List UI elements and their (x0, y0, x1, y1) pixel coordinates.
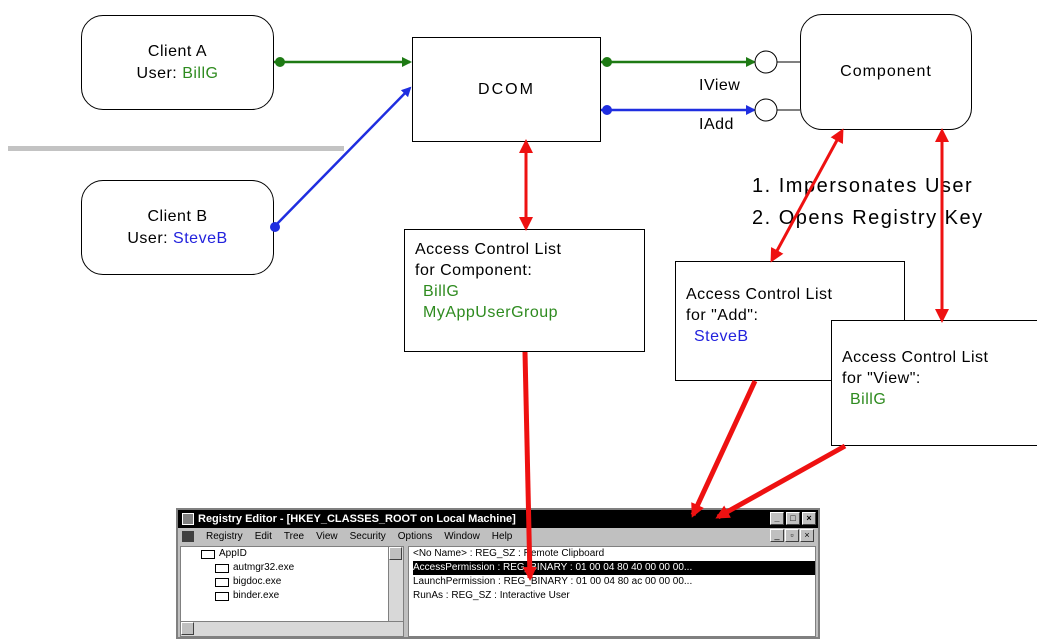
acl-view-title: Access Control List (842, 349, 989, 366)
acl-component-box: Access Control List for Component: BillG… (404, 229, 645, 352)
arrow-acl-add-registry (690, 379, 758, 518)
minimize-icon[interactable]: _ (770, 512, 784, 525)
registry-menu-bar: Registry Edit Tree View Security Options… (178, 528, 818, 544)
client-b-user: SteveB (173, 229, 228, 247)
client-a-connector-dot (275, 57, 285, 67)
acl-view-box: Access Control List for "View": BillG (831, 320, 1037, 446)
document-icon[interactable] (182, 530, 194, 542)
child-minimize-icon[interactable]: _ (770, 529, 784, 542)
dcom-box: DCOM (412, 37, 601, 142)
registry-editor-window: Registry Editor - [HKEY_CLASSES_ROOT on … (176, 508, 820, 639)
acl-component-title: Access Control List (415, 241, 562, 258)
client-b-user-line: User: SteveB (127, 228, 227, 250)
arrow-acl-view-registry (715, 443, 847, 520)
value-row[interactable]: RunAs : REG_SZ : Interactive User (413, 590, 570, 601)
scroll-up-icon[interactable] (389, 547, 402, 560)
client-a-user: BillG (182, 64, 219, 82)
acl-add-entry: SteveB (694, 328, 749, 345)
client-a-box: Client A User: BillG (81, 15, 274, 110)
registry-app-icon (182, 513, 194, 525)
iview-label: IView (699, 77, 741, 94)
iadd-interface-icon (754, 98, 778, 122)
value-row[interactable]: <No Name> : REG_SZ : Remote Clipboard (413, 548, 605, 559)
child-close-icon[interactable]: × (800, 529, 814, 542)
arrow-client-b-dcom (273, 86, 412, 228)
tree-horizontal-scrollbar[interactable] (181, 621, 403, 636)
value-row-selected[interactable]: AccessPermission : REG_BINARY : 01 00 04… (413, 561, 815, 575)
window-buttons: _ □ × (770, 512, 816, 525)
child-window-buttons: _ ▫ × (770, 529, 814, 542)
folder-icon (215, 577, 229, 587)
value-row[interactable]: LaunchPermission : REG_BINARY : 01 00 04… (413, 576, 693, 587)
child-restore-icon[interactable]: ▫ (785, 529, 799, 542)
tree-item-appid[interactable]: AppID (201, 547, 403, 561)
tree-item[interactable]: bigdoc.exe (201, 575, 403, 589)
tree-item-label: binder.exe (233, 590, 280, 601)
client-b-connector-dot (270, 222, 280, 232)
client-b-user-label: User: (127, 229, 169, 247)
tree-item-label: bigdoc.exe (233, 576, 282, 587)
arrow-acl-component-registry (522, 351, 537, 581)
dcom-iview-dot (602, 57, 612, 67)
iview-interface-icon (754, 50, 778, 74)
folder-icon (201, 549, 215, 559)
tree-item[interactable]: autmgr32.exe (201, 561, 403, 575)
registry-tree-pane: AppID autmgr32.exe bigdoc.exe binder.exe (180, 546, 404, 637)
menu-help[interactable]: Help (491, 530, 513, 542)
close-icon[interactable]: × (802, 512, 816, 525)
iadd-label: IAdd (699, 116, 734, 133)
dcom-iadd-dot (602, 105, 612, 115)
menu-options[interactable]: Options (397, 530, 433, 542)
acl-component-entry: MyAppUserGroup (423, 304, 559, 321)
maximize-icon[interactable]: □ (786, 512, 800, 525)
separator-bar (8, 146, 344, 151)
component-box: Component (800, 14, 972, 130)
registry-body: AppID autmgr32.exe bigdoc.exe binder.exe (180, 546, 816, 637)
scroll-left-icon[interactable] (181, 622, 194, 635)
menu-view[interactable]: View (316, 530, 338, 542)
acl-add-title: Access Control List (686, 286, 833, 303)
menu-edit[interactable]: Edit (254, 530, 272, 542)
component-label: Component (840, 63, 932, 80)
arrow-component-acl-add (770, 128, 844, 263)
client-b-box: Client B User: SteveB (81, 180, 274, 275)
registry-title: Registry Editor - [HKEY_CLASSES_ROOT on … (198, 513, 516, 525)
menu-security[interactable]: Security (349, 530, 386, 542)
acl-component-subtitle: for Component: (415, 262, 533, 279)
menu-registry[interactable]: Registry (206, 530, 243, 542)
menu-tree[interactable]: Tree (283, 530, 305, 542)
client-a-title: Client A (147, 42, 208, 60)
client-b-title: Client B (147, 207, 208, 225)
folder-icon (215, 591, 229, 601)
client-a-user-label: User: (136, 64, 178, 82)
acl-add-subtitle: for "Add": (686, 307, 759, 324)
acl-view-entry: BillG (850, 391, 887, 408)
registry-title-bar: Registry Editor - [HKEY_CLASSES_ROOT on … (178, 510, 818, 528)
client-a-user-line: User: BillG (137, 63, 219, 85)
tree-item-label: autmgr32.exe (233, 562, 295, 573)
tree-vertical-scrollbar[interactable] (388, 547, 403, 622)
tree-item-label: AppID (219, 548, 247, 559)
registry-values-pane: <No Name> : REG_SZ : Remote Clipboard Ac… (408, 546, 816, 637)
folder-icon (215, 563, 229, 573)
tree-item[interactable]: binder.exe (201, 589, 403, 603)
dcom-label: DCOM (478, 80, 535, 98)
acl-component-entry: BillG (423, 283, 460, 300)
menu-window[interactable]: Window (444, 530, 480, 542)
acl-view-subtitle: for "View": (842, 370, 921, 387)
